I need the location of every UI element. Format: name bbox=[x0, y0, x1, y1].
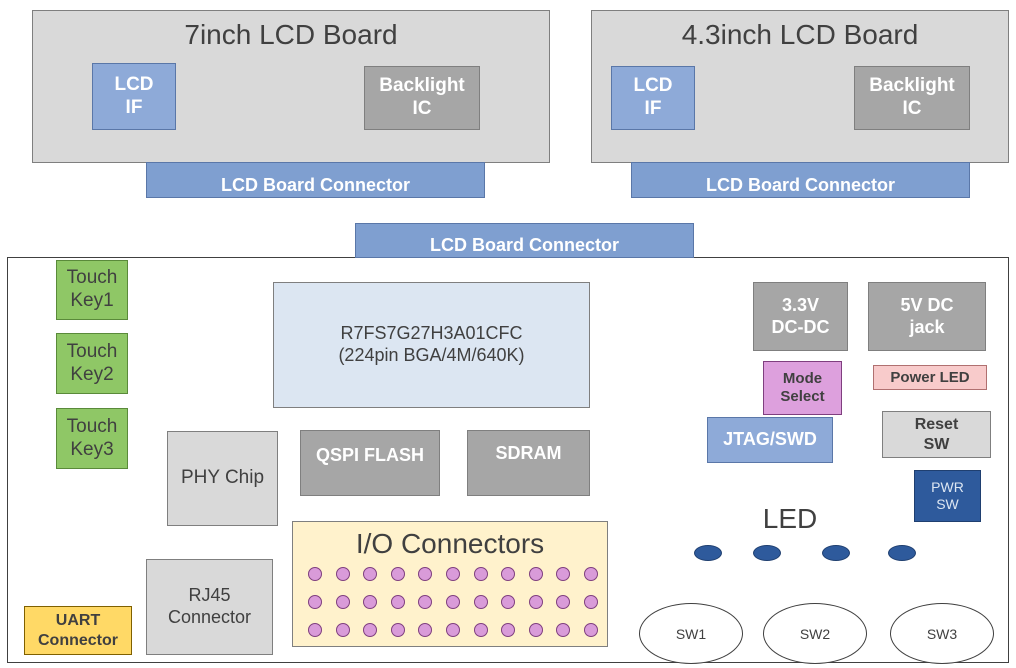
io-pin bbox=[584, 567, 598, 581]
io-pin bbox=[528, 567, 543, 581]
io-pin bbox=[390, 623, 405, 637]
main-lcd-board-connector: LCD Board Connector bbox=[355, 223, 694, 258]
uart-connector: UART Connector bbox=[24, 606, 132, 655]
io-pin bbox=[556, 595, 571, 609]
io-pin bbox=[446, 567, 460, 581]
io-pin bbox=[584, 595, 598, 609]
io-pin bbox=[335, 567, 350, 581]
io-pin bbox=[363, 623, 378, 637]
led-2 bbox=[753, 545, 781, 561]
io-pin bbox=[390, 595, 405, 609]
lcd7-lcd-if: LCD IF bbox=[92, 63, 176, 130]
power-led: Power LED bbox=[873, 365, 987, 390]
io-pin bbox=[390, 567, 405, 581]
jtag-swd-connector: JTAG/SWD bbox=[707, 417, 833, 463]
io-pin bbox=[308, 595, 322, 609]
lcd43-board-title: 4.3inch LCD Board bbox=[681, 19, 919, 50]
mcu-block: R7FS7G27H3A01CFC (224pin BGA/4M/640K) bbox=[273, 282, 590, 408]
led-1 bbox=[694, 545, 722, 561]
io-pin bbox=[446, 623, 460, 637]
phy-chip: PHY Chip bbox=[167, 431, 278, 526]
lcd43-lcd-if: LCD IF bbox=[611, 66, 695, 130]
pwr-switch: PWR SW bbox=[914, 470, 981, 522]
led-4 bbox=[888, 545, 916, 561]
io-pin bbox=[501, 567, 516, 581]
io-pin bbox=[528, 595, 543, 609]
io-pin bbox=[335, 595, 350, 609]
io-pin bbox=[556, 567, 571, 581]
switch-sw1: SW1 bbox=[639, 603, 743, 664]
sdram: SDRAM bbox=[467, 430, 590, 496]
io-pin bbox=[363, 567, 378, 581]
lcd7-backlight-ic: Backlight IC bbox=[364, 66, 480, 130]
io-pin bbox=[308, 623, 322, 637]
touch-key-1: Touch Key1 bbox=[56, 260, 128, 320]
io-pin bbox=[528, 623, 543, 637]
mode-select: Mode Select bbox=[763, 361, 842, 415]
switch-sw3: SW3 bbox=[890, 603, 994, 664]
reset-switch: Reset SW bbox=[882, 411, 991, 458]
io-pin bbox=[363, 595, 378, 609]
touch-key-3: Touch Key3 bbox=[56, 408, 128, 469]
led-label: LED bbox=[762, 503, 818, 534]
io-pin bbox=[473, 567, 488, 581]
io-pin bbox=[501, 623, 516, 637]
qspi-flash: QSPI FLASH bbox=[300, 430, 440, 496]
lcd43-backlight-ic: Backlight IC bbox=[854, 66, 970, 130]
io-pin bbox=[308, 567, 322, 581]
rj45-connector: RJ45 Connector bbox=[146, 559, 273, 655]
switch-sw2: SW2 bbox=[763, 603, 867, 664]
io-pin bbox=[446, 595, 460, 609]
io-pin bbox=[335, 623, 350, 637]
io-pin bbox=[473, 595, 488, 609]
touch-key-2: Touch Key2 bbox=[56, 333, 128, 394]
led-3 bbox=[822, 545, 850, 561]
lcd43-board-connector: LCD Board Connector bbox=[631, 162, 970, 198]
io-pin bbox=[473, 623, 488, 637]
io-pin bbox=[418, 567, 433, 581]
io-pin bbox=[418, 595, 433, 609]
dc-jack: 5V DC jack bbox=[868, 282, 986, 351]
dcdc-converter: 3.3V DC-DC bbox=[753, 282, 848, 351]
lcd7-board-title: 7inch LCD Board bbox=[184, 19, 398, 50]
io-pin bbox=[501, 595, 516, 609]
lcd7-board-connector: LCD Board Connector bbox=[146, 162, 485, 198]
io-connectors-title: I/O Connectors bbox=[355, 528, 545, 559]
io-pin bbox=[418, 623, 433, 637]
io-connectors-area: I/O Connectors bbox=[292, 521, 608, 647]
io-pin bbox=[556, 623, 571, 637]
io-pin bbox=[584, 623, 598, 637]
